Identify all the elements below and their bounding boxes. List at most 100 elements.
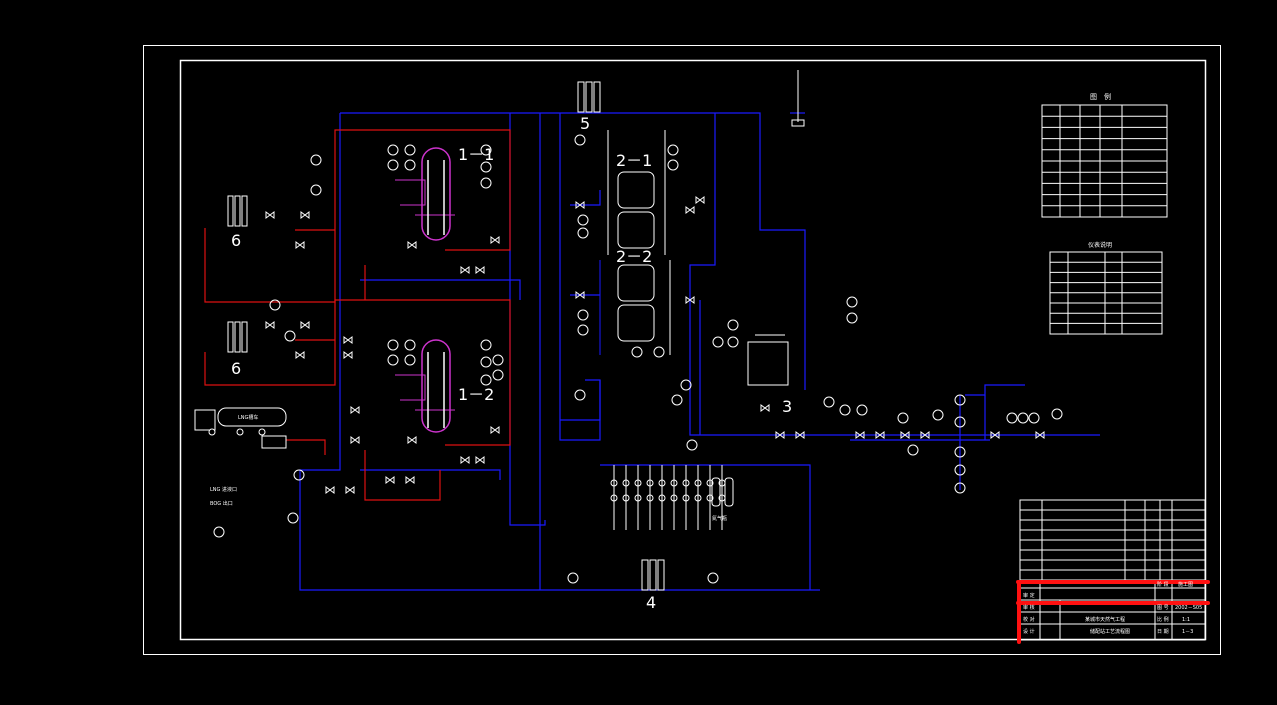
instrument-bubble-19 (577, 227, 589, 239)
instrument-bubble-2 (387, 144, 399, 156)
instrument-bubble-55 (492, 354, 504, 366)
tb-stage: 施工图 (1178, 581, 1193, 588)
instrument-bubble-44 (954, 464, 966, 476)
instrument-bubble-52 (686, 439, 698, 451)
tb-label-1: 审 核 (1023, 604, 1035, 611)
tb-label-0: 审 定 (1023, 592, 1035, 599)
unloading-skid-6b (227, 321, 248, 353)
valve-23 (920, 431, 930, 439)
tb-drawing-no: 2002－S05 (1175, 605, 1202, 611)
instrument-bubble-11 (387, 339, 399, 351)
instrument-bubble-5 (404, 159, 416, 171)
label-nitrogen: 氮气瓶 (712, 515, 727, 522)
instrument-bubble-37 (1006, 412, 1018, 424)
instrument-bubble-7 (480, 161, 492, 173)
valve-15 (575, 291, 585, 299)
valve-32 (350, 406, 360, 414)
valve-12 (490, 236, 500, 244)
valve-20 (855, 431, 865, 439)
valve-14 (575, 201, 585, 209)
valve-5 (295, 351, 305, 359)
red-markup-highlight (1016, 580, 1210, 644)
instrument-bubble-40 (1051, 408, 1063, 420)
instrument-bubble-41 (954, 394, 966, 406)
label-ambient-heater-4: 4 (646, 593, 656, 612)
valve-25 (1035, 431, 1045, 439)
instrument-bubble-32 (846, 296, 858, 308)
label-unloading-skid-6b: 6 (231, 359, 241, 378)
manifold-gauge-b-1 (622, 494, 630, 502)
outer-frame (143, 45, 1221, 655)
nitrogen-cylinders (711, 477, 734, 507)
instrument-bubble-49 (574, 389, 586, 401)
instrument-bubble-54 (707, 572, 719, 584)
instrument-bubbles (213, 134, 1063, 584)
label-odorizer-3: 3 (782, 397, 792, 416)
valve-29 (405, 476, 415, 484)
legend-table (1041, 104, 1168, 218)
magenta-tank-piping (395, 179, 455, 411)
label-lng-inlet: LNG 进液口 (210, 486, 237, 493)
instrument-bubble-22 (667, 144, 679, 156)
valve-31 (695, 196, 705, 204)
instrument-bubble-51 (653, 346, 665, 358)
tb-label-2: 校 对 (1023, 616, 1035, 623)
instrument-bubble-25 (727, 336, 739, 348)
label-vaporizer-2-1: 2－1 (616, 151, 652, 170)
tb-date-label: 日 期 (1157, 629, 1169, 635)
valve-27 (345, 486, 355, 494)
instrument-bubble-28 (671, 394, 683, 406)
manifold-gauge-b-5 (670, 494, 678, 502)
instrument-bubble-46 (213, 526, 225, 538)
manifold-gauge-b-2 (634, 494, 642, 502)
instrument-bubble-4 (404, 144, 416, 156)
label-tank-1-2: 1－2 (458, 385, 494, 404)
instrument-bubble-24 (727, 319, 739, 331)
odorizer-3 (747, 334, 789, 386)
valve-28 (385, 476, 395, 484)
instrument-table-title: 仪表说明 (1088, 241, 1112, 249)
valve-11 (407, 436, 417, 444)
instrument-bubble-42 (954, 416, 966, 428)
manifold-gauge-b-4 (658, 494, 666, 502)
manifold-gauge-b-3 (646, 494, 654, 502)
manifold-gauge-b-0 (610, 494, 618, 502)
instrument-bubble-21 (577, 324, 589, 336)
ambient-heater-4 (641, 559, 665, 591)
bog-heater-5 (577, 81, 601, 113)
instrument-bubble-18 (577, 214, 589, 226)
red-pipe-network (204, 129, 511, 501)
instrument-bubble-53 (567, 572, 579, 584)
instrument-manifold (610, 465, 726, 530)
instrument-bubble-31 (856, 404, 868, 416)
instrument-bubble-16 (480, 356, 492, 368)
instrument-bubble-30 (839, 404, 851, 416)
instrument-bubble-14 (404, 354, 416, 366)
instrument-bubble-39 (1028, 412, 1040, 424)
instrument-bubble-48 (293, 469, 305, 481)
label-bog-heater-5: 5 (580, 114, 590, 133)
valve-33 (350, 436, 360, 444)
valve-6 (460, 266, 470, 274)
valve-7 (475, 266, 485, 274)
vent-stack (791, 70, 805, 127)
instrument-bubble-20 (577, 309, 589, 321)
vaporizer-2-2 (599, 260, 671, 355)
manifold-gauge-a-9 (718, 479, 726, 487)
equipment-list (1019, 499, 1206, 581)
instrument-bubble-35 (907, 444, 919, 456)
instrument-bubble-12 (387, 354, 399, 366)
tb-project-name: 某城市天然气工程 (1085, 616, 1125, 623)
valve-13 (490, 426, 500, 434)
manifold-gauge-a-8 (706, 479, 714, 487)
manifold-gauge-b-6 (682, 494, 690, 502)
label-vaporizer-2-2: 2－2 (616, 247, 652, 266)
instrument-bubble-36 (932, 409, 944, 421)
tb-scale-label: 比 例 (1157, 616, 1169, 623)
valve-3 (265, 321, 275, 329)
instrument-bubble-27 (680, 379, 692, 391)
valve-30 (760, 404, 770, 412)
valve-21 (875, 431, 885, 439)
manifold-gauge-b-7 (694, 494, 702, 502)
